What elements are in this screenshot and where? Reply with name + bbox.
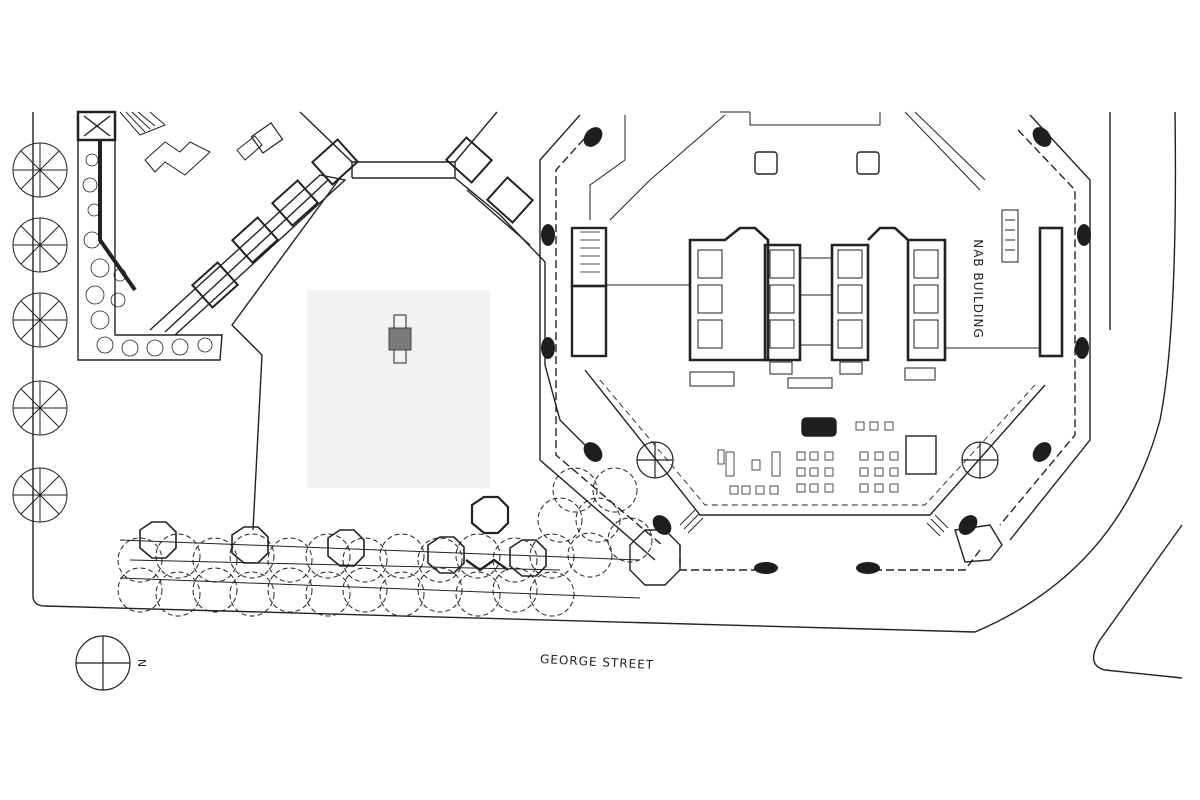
lift-core <box>570 226 608 358</box>
round-columns <box>636 441 999 479</box>
planter-small <box>250 122 284 154</box>
entry-stairs <box>679 509 949 537</box>
site-boundary <box>32 111 1177 633</box>
tree-grates <box>139 495 547 577</box>
entry-octagon-right <box>954 524 1003 563</box>
plaza-feature <box>388 327 412 351</box>
north-label: N <box>135 658 149 669</box>
cafe-tables <box>717 421 899 495</box>
plaza-square <box>307 290 490 488</box>
bench-small <box>236 135 263 161</box>
entry-octagon-left <box>629 529 681 586</box>
column-b <box>856 151 880 175</box>
column-a <box>754 151 778 175</box>
north-arrow <box>75 635 131 691</box>
servery <box>905 435 937 475</box>
stair-right <box>1001 209 1019 263</box>
diagonal-planter <box>149 138 360 336</box>
right-wall-block <box>1038 226 1064 358</box>
street-trees <box>12 142 68 523</box>
canopy-rails <box>119 539 641 599</box>
workstation-blocks <box>688 226 947 362</box>
counter-dark <box>801 417 837 437</box>
kerb-curve <box>1092 524 1183 679</box>
street-tree-canopy <box>117 467 653 617</box>
nab-building-facade <box>539 114 1091 571</box>
building-label: NAB BUILDING <box>970 239 985 339</box>
column-markers <box>541 127 1091 574</box>
workstation-cells <box>689 249 939 389</box>
bench-zigzag <box>144 141 211 176</box>
l-planter <box>76 110 223 361</box>
core-stair <box>580 231 600 273</box>
plaza-outline <box>231 111 596 531</box>
partitions-top <box>589 111 986 221</box>
stair-nw <box>119 111 166 136</box>
